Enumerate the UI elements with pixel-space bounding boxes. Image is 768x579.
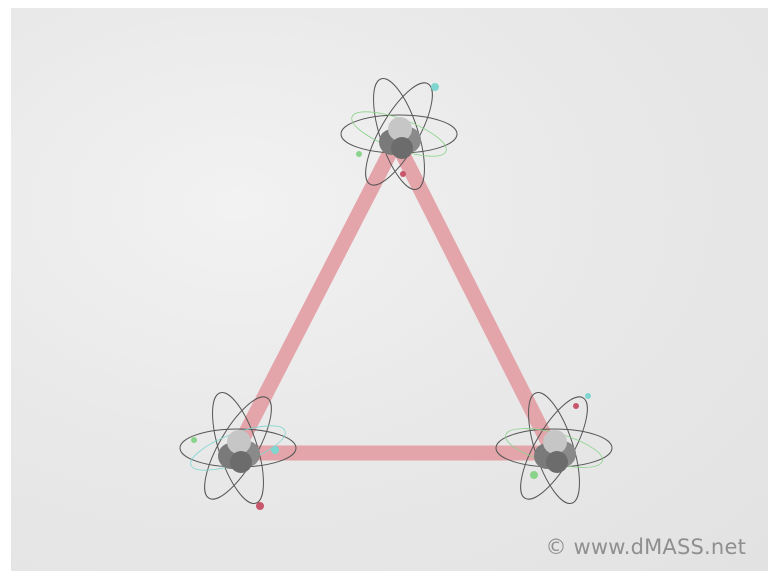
electron	[530, 471, 538, 479]
electron	[191, 437, 197, 443]
nucleus-sphere	[543, 430, 567, 454]
electron	[400, 171, 406, 177]
triangle-molecule-diagram	[11, 8, 768, 571]
electron	[431, 83, 439, 91]
nucleus-sphere	[391, 137, 413, 159]
electron	[356, 151, 362, 157]
diagram-canvas: © www.dMASS.net	[11, 8, 768, 571]
atom-bottom-left	[180, 387, 296, 510]
watermark-credit: © www.dMASS.net	[545, 535, 746, 559]
electron	[256, 502, 264, 510]
nucleus-sphere	[546, 451, 568, 473]
electron	[271, 446, 279, 454]
bonds	[239, 141, 552, 453]
electron	[573, 403, 579, 409]
nucleus-sphere	[227, 430, 251, 454]
atom-top	[341, 73, 457, 195]
bond-left	[239, 141, 396, 446]
electron	[585, 393, 591, 399]
nucleus-sphere	[230, 451, 252, 473]
